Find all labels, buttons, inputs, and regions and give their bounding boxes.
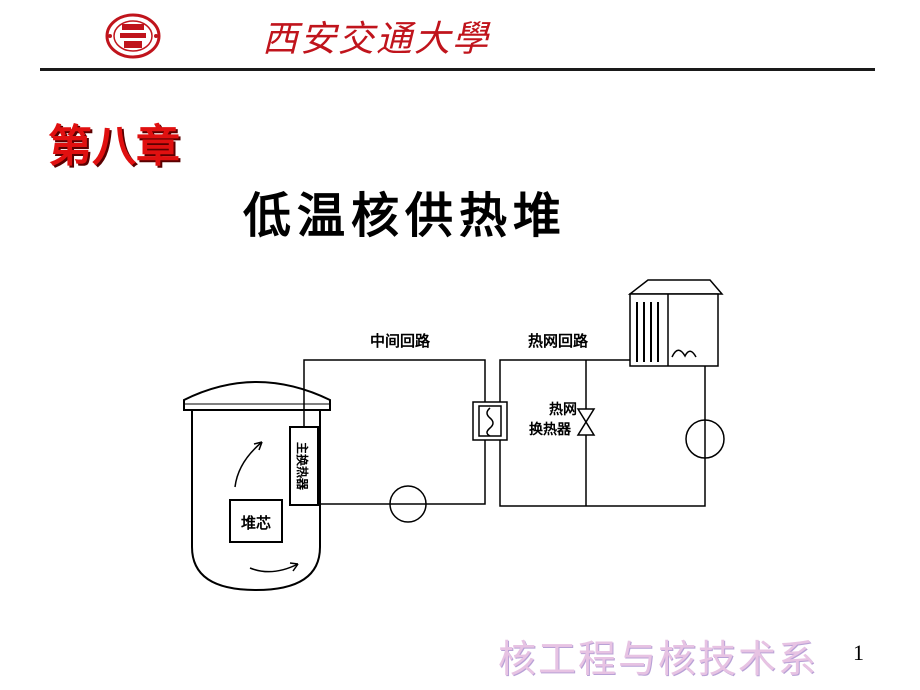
core-box: 堆芯 — [229, 499, 283, 543]
core-label: 堆芯 — [241, 514, 271, 532]
header-divider — [40, 68, 875, 71]
building-icon — [627, 279, 724, 367]
university-name: 西安交通大學 — [262, 19, 491, 60]
page-number: 1 — [853, 640, 864, 665]
reactor-vessel — [183, 381, 331, 592]
department-name: 核工程与核技术系 — [498, 637, 819, 681]
reactor-heating-diagram: 堆芯 主换热器 中间回路 热网回路 热网 换热器 — [183, 279, 725, 592]
heat-network-exchanger — [472, 401, 508, 441]
circulation-arrows — [234, 441, 299, 573]
main-heat-exchanger: 主换热器 — [289, 426, 319, 506]
valve-icon — [576, 408, 596, 436]
heat-network-exchanger-label-1: 热网 — [549, 401, 577, 418]
heat-network-loop-label: 热网回路 — [528, 332, 589, 350]
heat-network-pump-icon — [685, 419, 725, 459]
intermediate-pump-icon — [389, 485, 427, 523]
main-exchanger-label: 主换热器 — [295, 442, 310, 491]
heat-network-exchanger-label-2: 换热器 — [529, 421, 572, 438]
slide-title: 低温核供热堆 — [243, 188, 568, 244]
intermediate-loop-label: 中间回路 — [370, 332, 431, 350]
chapter-heading: 第八章 — [48, 121, 180, 172]
university-logo-icon — [105, 13, 161, 59]
intermediate-loop — [303, 359, 486, 505]
slide-header: 西安交通大學 — [0, 0, 920, 80]
